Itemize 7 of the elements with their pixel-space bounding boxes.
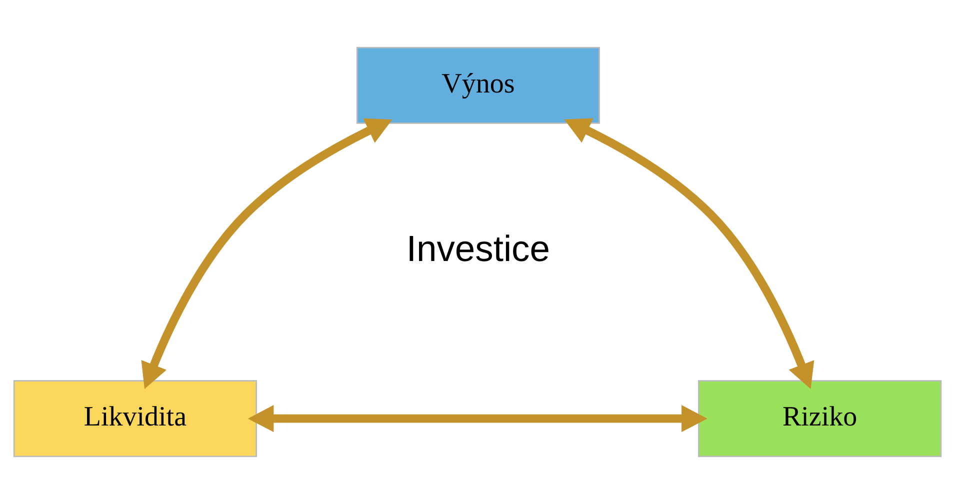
arrow: [248, 405, 708, 432]
node-box: Riziko: [698, 380, 942, 458]
node-box: Výnos: [356, 46, 600, 124]
label: Investice: [406, 228, 550, 269]
arrow: [141, 118, 392, 390]
node-box: Likvidita: [13, 380, 257, 458]
arrow: [564, 118, 814, 390]
